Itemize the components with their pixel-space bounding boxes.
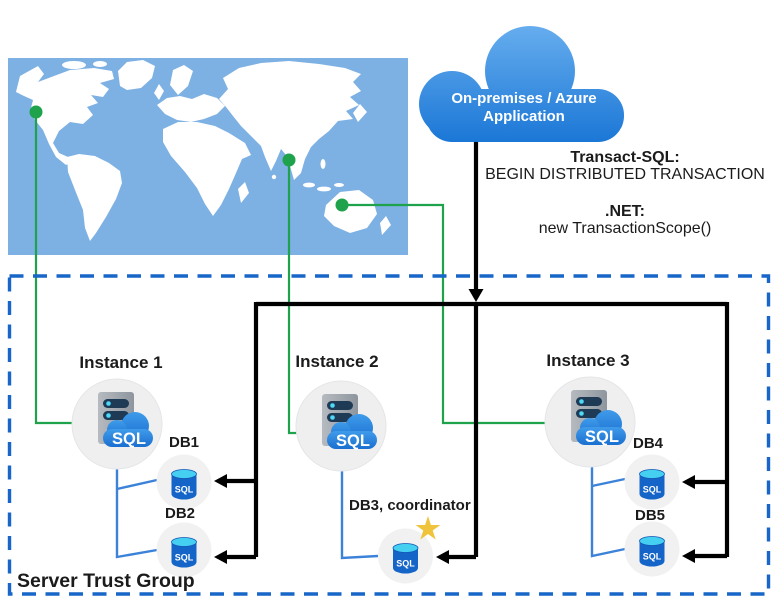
continent-africa [163, 122, 251, 216]
arrowhead-db5 [682, 549, 695, 563]
continent-greenland [118, 60, 155, 90]
island-srilanka [271, 174, 277, 180]
island-indonesia [303, 182, 315, 188]
map-continents [16, 60, 391, 241]
db5-sql-text: SQL [643, 552, 662, 562]
island-indonesia [317, 186, 331, 192]
db4-label: DB4 [632, 435, 663, 452]
geo-line-us-to-instance1 [34, 112, 73, 425]
connector-instance1-db2 [115, 466, 158, 559]
connector-instance2-db3 [340, 468, 379, 560]
instance3-sql-server-icon: SQL [544, 376, 636, 468]
instance2-label: Instance 2 [295, 352, 379, 371]
arrowhead-db1 [214, 474, 227, 488]
arrowhead-db3 [436, 550, 449, 564]
map-markers [29, 105, 349, 212]
instance1-sql-text: SQL [112, 430, 146, 448]
coordinator-star-shape [415, 516, 441, 540]
instance3-sql-text: SQL [585, 428, 619, 446]
flow-arrowheads [214, 289, 695, 564]
db1-sql-text: SQL [175, 485, 194, 495]
tsql-command: BEGIN DISTRIBUTED TRANSACTION [485, 166, 765, 183]
db3-sql-text: SQL [396, 559, 415, 569]
db3-coordinator-label: DB3, coordinator [349, 497, 471, 514]
map-marker-us-west [29, 105, 43, 119]
instance2-sql-text: SQL [336, 432, 370, 450]
application-cloud-label: On-premises / Azure Application [434, 90, 614, 126]
island-japan [353, 104, 367, 122]
db1-label: DB1 [168, 434, 199, 451]
world-map [8, 58, 408, 255]
dotnet-command: new TransactionScope() [538, 220, 712, 237]
transaction-flow-lines [227, 138, 730, 560]
geo-connectors [34, 112, 547, 435]
arrowhead-db2 [214, 550, 227, 564]
map-marker-australia [335, 198, 349, 212]
continent-north-america [16, 66, 114, 165]
cloud-label-line2: Application [483, 108, 565, 125]
arrowhead-into-group [468, 289, 484, 302]
tsql-title: Transact-SQL: [570, 149, 680, 166]
application-cloud-icon [419, 26, 624, 142]
instance-db-connectors [115, 464, 626, 560]
connector-instance1-db1 [116, 478, 158, 491]
arrowhead-db4 [682, 475, 695, 489]
server-trust-group-border [7, 274, 771, 596]
instance3-label: Instance 3 [546, 351, 630, 370]
dotnet-title: .NET: [605, 203, 645, 220]
scandinavia [170, 65, 193, 95]
db2-label: DB2 [164, 505, 195, 522]
island-philippines [320, 159, 326, 169]
db5-label: DB5 [634, 507, 665, 524]
island-madagascar [238, 182, 249, 203]
db4-sql-text: SQL [643, 485, 662, 495]
continent-asia [219, 61, 361, 180]
instance2-sql-server-icon: SQL [295, 380, 387, 472]
coordinator-star-icon [415, 516, 441, 540]
connector-instance3-db4 [591, 477, 626, 488]
continent-europe [157, 94, 225, 122]
db2-sql-text: SQL [175, 553, 194, 563]
instance1-label: Instance 1 [79, 353, 163, 372]
island-indonesia [334, 183, 344, 187]
island-uk [154, 84, 164, 100]
db3-database-icon: SQL [377, 528, 434, 584]
geo-line-asia-to-instance2 [287, 160, 298, 435]
server-trust-group-label: Server Trust Group [17, 570, 195, 592]
geo-line-australia-to-instance3 [342, 203, 547, 425]
db4-database-icon: SQL [624, 454, 680, 510]
db2-database-icon: SQL [156, 522, 212, 578]
instance1-sql-server-icon: SQL [71, 378, 163, 470]
island-newzealand [380, 216, 391, 235]
map-marker-southeast-asia [282, 153, 296, 167]
db5-database-icon: SQL [624, 521, 680, 577]
arctic-island [93, 61, 107, 67]
connector-instance3-db5 [590, 464, 626, 558]
arctic-island [62, 61, 86, 69]
db1-database-icon: SQL [156, 454, 212, 510]
cloud-label-line1: On-premises / Azure [451, 90, 597, 107]
continent-south-america [67, 154, 122, 241]
